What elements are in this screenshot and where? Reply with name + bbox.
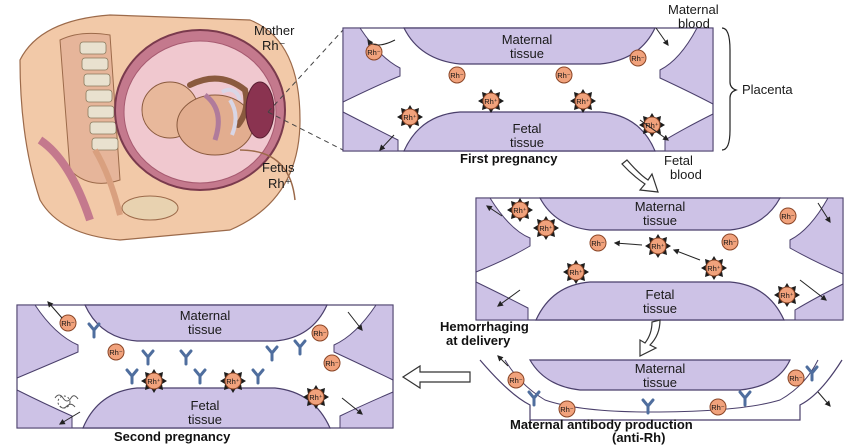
hemorrhaging-caption: Hemorrhaging [440,319,529,334]
svg-text:Rh⁺: Rh⁺ [513,206,527,215]
svg-text:Rh⁺: Rh⁺ [576,97,590,106]
maternal-blood-label: Maternal [668,2,719,17]
svg-text:Rh⁺: Rh⁺ [651,242,665,251]
antibody-production-caption-2: (anti-Rh) [612,430,665,445]
maternal-tissue-label: Maternal [502,32,553,47]
rh-negative-cell: Rh⁻ [108,344,124,360]
placenta-bracket [722,28,736,150]
svg-text:Rh⁺: Rh⁺ [309,393,323,402]
rh-negative-cell: Rh⁻ [366,44,382,60]
rh-negative-cell: Rh⁻ [324,355,340,371]
svg-text:Rh⁺: Rh⁺ [539,224,553,233]
panel-first-pregnancy: Maternal tissue Fetal tissue Rh⁻ Rh⁻ Rh⁻… [343,28,713,151]
hemorrhaging-caption-2: at delivery [446,333,511,348]
rh-negative-cell: Rh⁻ [710,399,726,415]
svg-text:Rh⁺: Rh⁺ [147,377,161,386]
rh-negative-cell: Rh⁻ [508,372,524,388]
fetal-blood-label-2: blood [670,167,702,182]
svg-text:Rh⁻: Rh⁻ [325,359,339,368]
svg-text:Rh⁺: Rh⁺ [403,113,417,122]
svg-text:Rh⁻: Rh⁻ [109,348,123,357]
rh-negative-cell: Rh⁻ [780,208,796,224]
anti-rh-antibody [807,367,817,380]
maternal-tissue-label-2: tissue [188,322,222,337]
maternal-tissue-label: Maternal [180,308,231,323]
fetus-rh-label: Rh⁺ [268,176,291,191]
svg-text:Rh⁻: Rh⁻ [631,54,645,63]
svg-text:Rh⁻: Rh⁻ [560,405,574,414]
maternal-tissue-label: Maternal [635,361,686,376]
rh-negative-cell: Rh⁻ [60,315,76,331]
rh-negative-cell: Rh⁻ [630,50,646,66]
svg-text:Rh⁻: Rh⁻ [509,376,523,385]
rh-negative-cell: Rh⁻ [788,370,804,386]
svg-text:Rh⁻: Rh⁻ [367,48,381,57]
mother-label: Mother [254,23,295,38]
panel-antibody-production: Maternal tissue Rh⁻ Rh⁻ Rh⁻ Rh⁻ [480,356,842,420]
rh-negative-cell: Rh⁻ [556,67,572,83]
flow-arrow-1 [622,160,658,192]
svg-text:Rh⁻: Rh⁻ [61,319,75,328]
svg-text:Rh⁻: Rh⁻ [557,71,571,80]
svg-text:Rh⁺: Rh⁺ [780,291,794,300]
fetal-tissue-label: Fetal [191,398,220,413]
svg-text:Rh⁺: Rh⁺ [226,377,240,386]
mother-anatomy-illustration [20,15,300,240]
svg-text:Rh⁻: Rh⁻ [450,71,464,80]
maternal-blood-label-2: blood [678,16,710,31]
anti-rh-antibody [643,400,653,413]
flow-arrow-2 [640,320,660,356]
first-pregnancy-caption: First pregnancy [460,151,558,166]
mother-rh-label: Rh⁻ [262,38,285,53]
fetal-tissue-label-2: tissue [510,135,544,150]
rh-negative-cell: Rh⁻ [590,235,606,251]
svg-text:Rh⁻: Rh⁻ [313,329,327,338]
svg-text:Rh⁺: Rh⁺ [707,264,721,273]
svg-text:Rh⁻: Rh⁻ [781,212,795,221]
anti-rh-antibody [740,392,750,405]
fetal-tissue-label: Fetal [513,121,542,136]
rh-negative-cell: Rh⁻ [722,234,738,250]
placenta-label: Placenta [742,82,793,97]
fetal-tissue-label: Fetal [646,287,675,302]
fetal-blood-label: Fetal [664,153,693,168]
svg-text:Rh⁻: Rh⁻ [723,238,737,247]
svg-text:Rh⁻: Rh⁻ [591,239,605,248]
rh-negative-cell: Rh⁻ [312,325,328,341]
anti-rh-antibody [529,392,539,405]
fetal-tissue-label-2: tissue [643,301,677,316]
flow-arrow-3 [403,366,470,388]
fetus-label: Fetus [262,160,295,175]
svg-text:Rh⁺: Rh⁺ [484,97,498,106]
second-pregnancy-caption: Second pregnancy [114,429,231,444]
fetal-tissue-label-2: tissue [188,412,222,427]
svg-text:Rh⁻: Rh⁻ [789,374,803,383]
rh-negative-cell: Rh⁻ [449,67,465,83]
maternal-tissue-label-2: tissue [510,46,544,61]
panel-second-pregnancy: Maternal tissue Fetal tissue Rh⁻ Rh⁻ Rh⁻… [17,302,393,428]
maternal-tissue-label-2: tissue [643,213,677,228]
rh-negative-cell: Rh⁻ [559,401,575,417]
panel-hemorrhaging: Maternal tissue Fetal tissue Rh⁺ Rh⁺ Rh⁻… [476,198,843,320]
svg-text:Rh⁺: Rh⁺ [569,268,583,277]
svg-text:Rh⁻: Rh⁻ [711,403,725,412]
maternal-tissue-label: Maternal [635,199,686,214]
maternal-tissue-label-2: tissue [643,375,677,390]
